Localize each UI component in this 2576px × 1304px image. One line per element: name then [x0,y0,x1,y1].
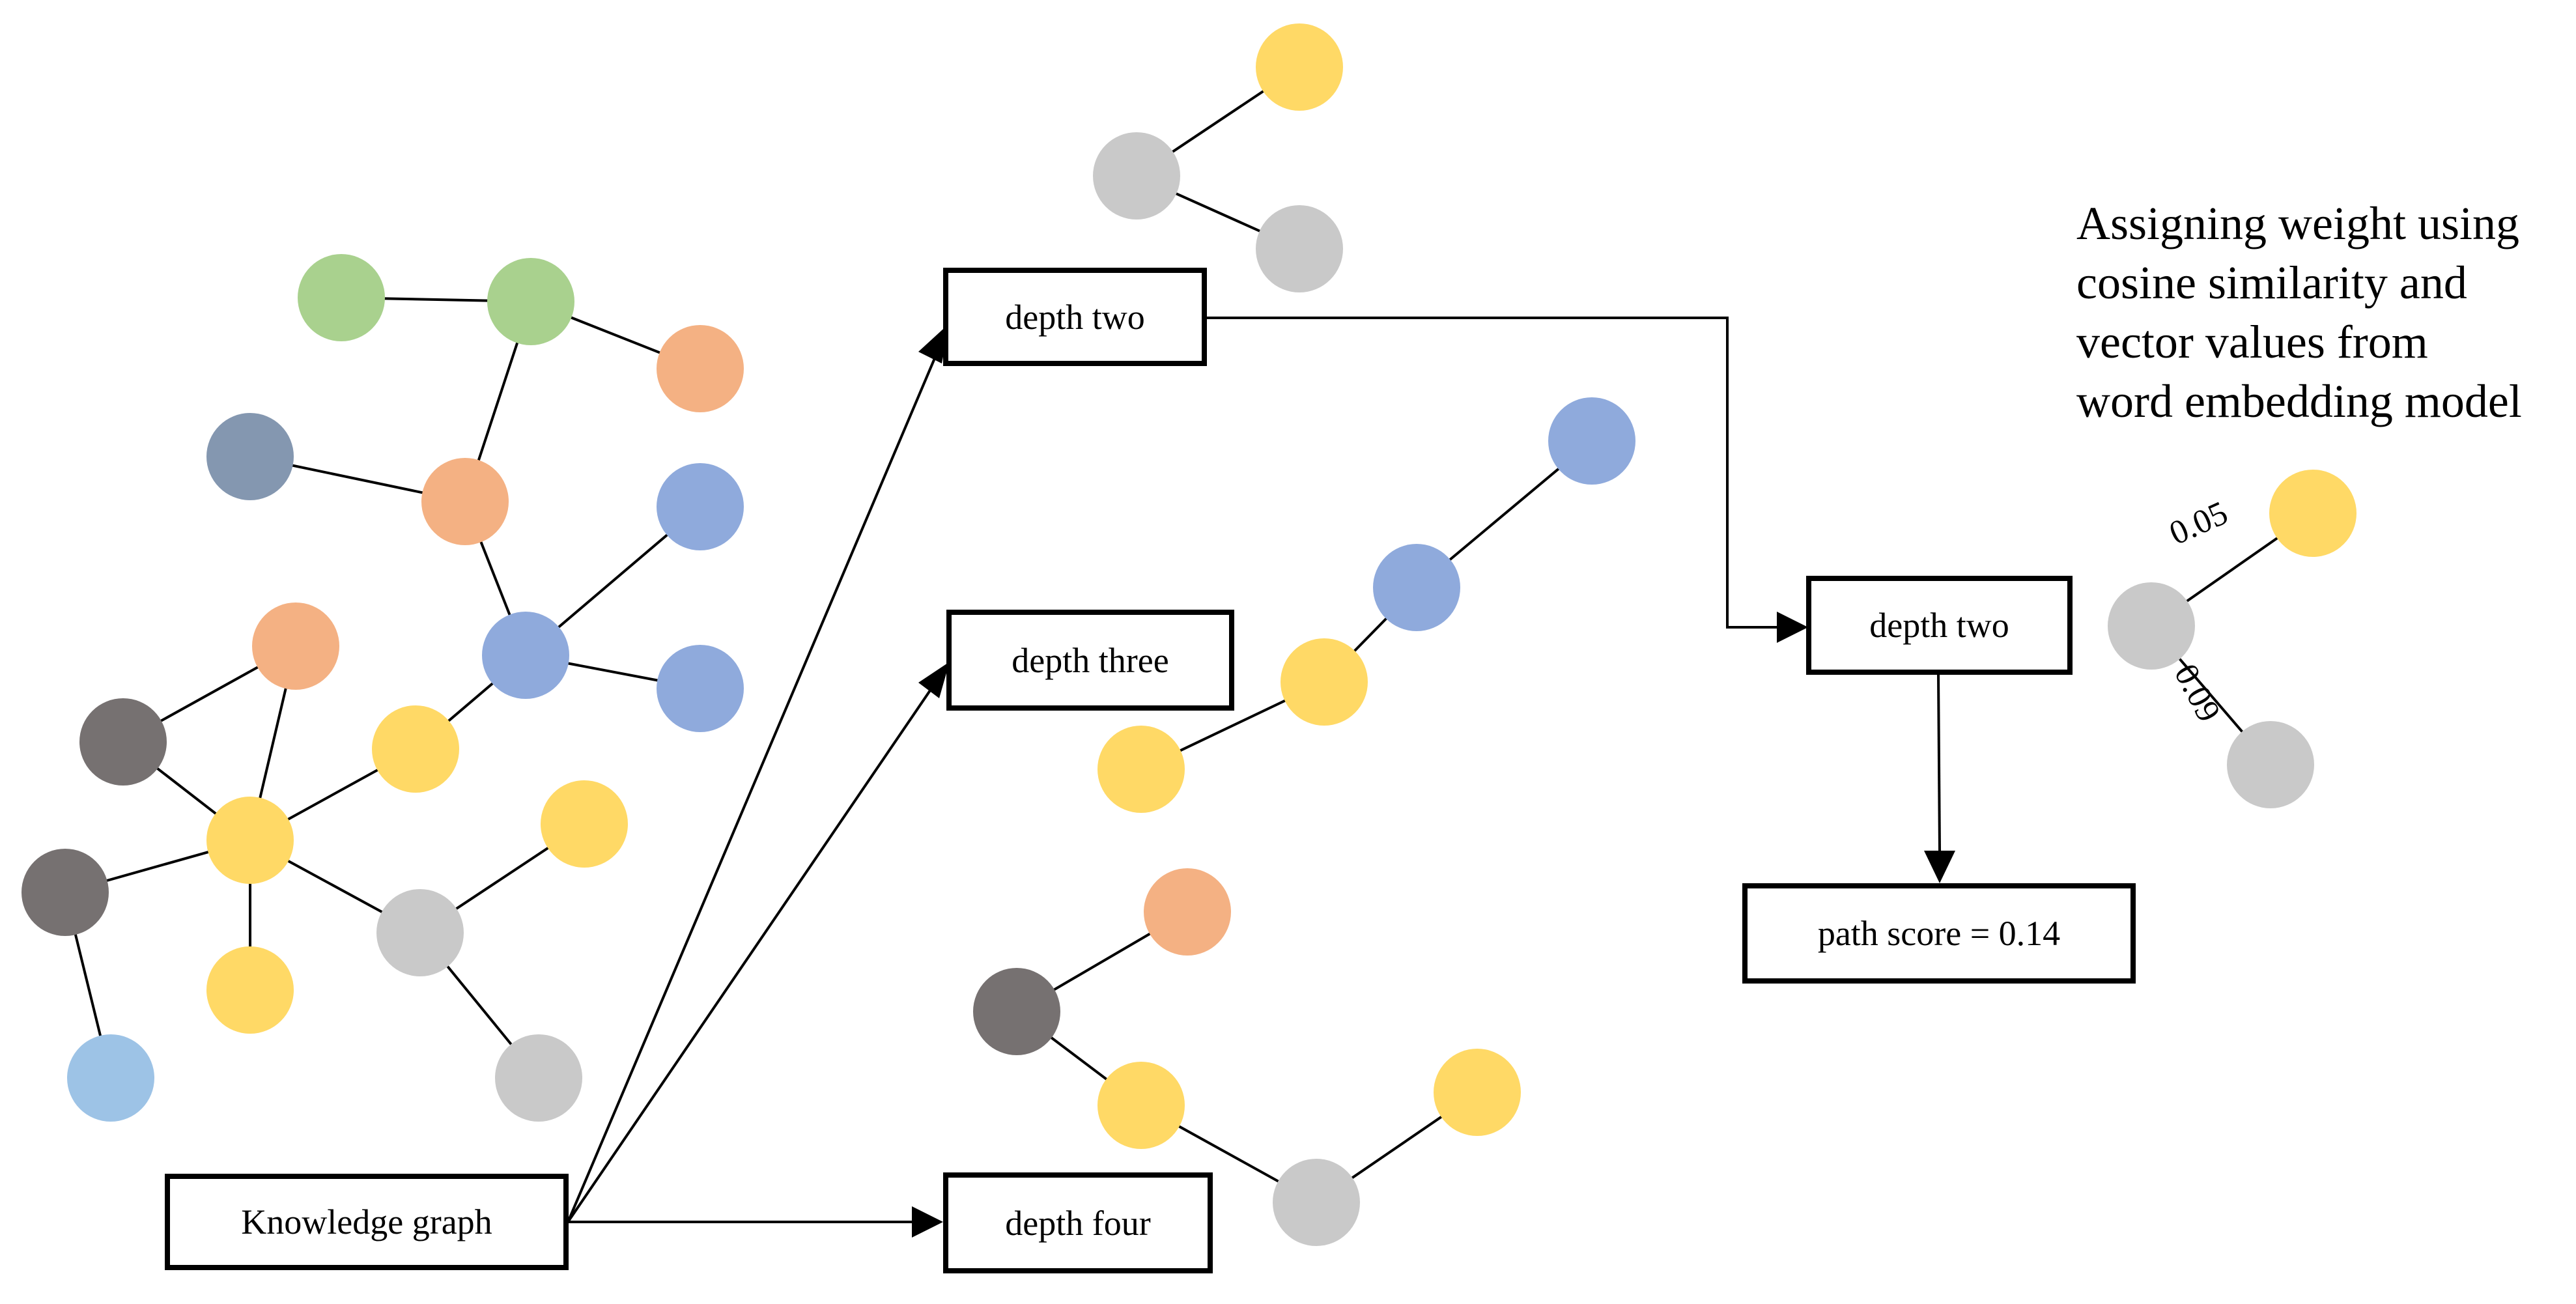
annotation-line: Assigning weight using [2076,197,2520,249]
graph-node-green [298,254,385,341]
knowledge-graph-network [21,254,744,1122]
graph-node-yellow [372,705,459,793]
arrow-kg-to-depth-three [567,660,951,1223]
arrow-selected-to-path-score [1937,674,1941,851]
annotation-line: word embedding model [2076,375,2522,427]
graph-node-darkgray [21,849,109,936]
arrowhead-depth-two [918,323,950,363]
graph-node-yellow [1434,1049,1521,1136]
graph-node-yellow [1097,1062,1185,1149]
graph-node-blue [657,645,744,732]
depth-three-box: depth three [946,610,1234,711]
graph-node-lightgray [1273,1159,1360,1246]
arrow-kg-to-depth-two [567,322,951,1223]
graph-node-slate [206,413,294,500]
annotation-line: vector values from [2076,316,2428,368]
graph-node-yellow [541,780,628,868]
arrowhead-depth-four [912,1206,943,1238]
graph-node-yellow [206,797,294,884]
path-score-box: path score = 0.14 [1742,883,2136,984]
graph-node-orange [252,602,339,690]
weighting-annotation: Assigning weight using cosine similarity… [2076,194,2558,431]
weighted-subgraph [2108,470,2357,808]
knowledge-graph-box: Knowledge graph [165,1174,569,1270]
selected-depth-two-box: depth two [1806,576,2073,675]
graph-node-lightgray [376,889,464,976]
graph-node-blue [657,463,744,550]
depth-four-box: depth four [943,1172,1213,1273]
graph-node-blue [1548,397,1635,485]
graph-node-orange [657,325,744,412]
arrowhead-depth-three [918,662,950,698]
arrowhead-selected [1777,612,1808,643]
graph-node-orange [1144,868,1231,956]
graph-node-darkgray [973,968,1060,1055]
graph-node-darkgray [79,698,167,786]
graph-node-blue [482,612,569,699]
graph-node-lightblue [67,1034,154,1122]
graph-node-yellow [1281,638,1368,726]
annotation-line: cosine similarity and [2076,257,2467,309]
graph-node-yellow [1097,726,1185,813]
depth-two-box: depth two [943,268,1207,366]
graph-node-lightgray [1093,132,1180,220]
graph-node-lightgray [2227,721,2314,808]
graph-node-lightgray [1256,205,1343,292]
graph-node-lightgray [495,1034,582,1122]
graph-node-yellow [2269,470,2357,557]
arrow-depth-two-to-selected [1206,317,1777,629]
depth-three-subgraph [1097,397,1635,813]
graph-node-lightgray [2108,582,2195,670]
flow-arrows [567,317,1955,1238]
graph-node-green [487,258,574,345]
arrowhead-path-score [1924,851,1955,883]
graph-node-yellow [206,946,294,1034]
graph-node-blue [1373,544,1460,631]
depth-two-subgraph [1093,23,1343,292]
depth-four-subgraph [973,868,1521,1246]
graph-node-yellow [1256,23,1343,111]
graph-node-orange [421,458,509,545]
